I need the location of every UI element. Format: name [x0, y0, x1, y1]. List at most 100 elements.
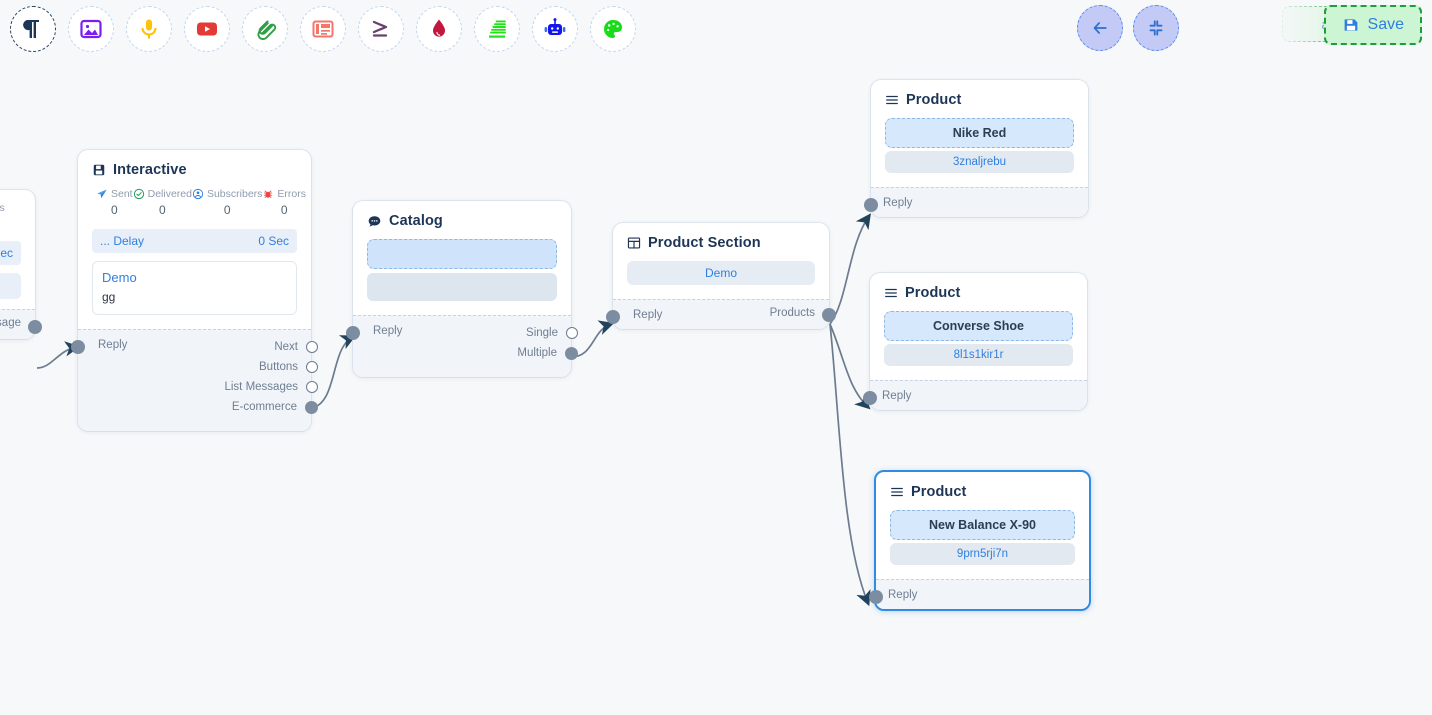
- catalog-placeholder-secondary[interactable]: [367, 273, 557, 301]
- product-id[interactable]: 8l1s1kir1r: [884, 344, 1073, 366]
- output-port-next-label: Next: [274, 341, 298, 353]
- arrow-left-icon: [1093, 22, 1107, 34]
- water-drop-icon: [433, 19, 445, 37]
- interactive-node-icon: [92, 163, 106, 177]
- input-port-reply[interactable]: [869, 590, 883, 604]
- node-product-title-text: Product: [905, 285, 961, 301]
- interactive-stats: Sent 0 Delivered 0: [92, 188, 306, 217]
- stat-errors: Errors 0: [0, 202, 17, 231]
- fit-to-screen-button[interactable]: [1133, 5, 1179, 51]
- tool-paperclip-attachment-icon[interactable]: [242, 6, 288, 52]
- product-name[interactable]: New Balance X-90: [890, 510, 1075, 540]
- delay-row[interactable]: ... Delay 0 Sec: [92, 229, 297, 253]
- delay-row-partial[interactable]: Sec: [0, 241, 21, 265]
- node-product-footer: Reply: [864, 187, 1088, 217]
- tool-robot-bot-icon[interactable]: [532, 6, 578, 52]
- node-catalog-title-text: Catalog: [389, 213, 443, 229]
- input-port-reply[interactable]: [346, 326, 360, 340]
- tool-youtube-video-icon[interactable]: [184, 6, 230, 52]
- chat-bubble-icon: [367, 214, 382, 229]
- delay-label: ... Delay: [100, 234, 145, 248]
- hamburger-list-icon: [885, 93, 899, 107]
- node-product-section-title: Product Section: [627, 235, 815, 251]
- product-name[interactable]: Nike Red: [885, 118, 1074, 148]
- product-section-item[interactable]: Demo: [627, 261, 815, 285]
- stat-sent-value: 0: [110, 203, 118, 217]
- node-product-title: Product: [885, 92, 1074, 108]
- save-area[interactable]: Save: [1323, 5, 1422, 45]
- input-port-reply[interactable]: [71, 340, 85, 354]
- product-id[interactable]: 9prn5rji7n: [890, 543, 1075, 565]
- node-product-converse-shoe[interactable]: Product Converse Shoe 8l1s1kir1r Reply: [863, 273, 1087, 410]
- node-catalog-footer: Reply Single Multiple: [346, 315, 578, 377]
- output-port-multiple-dot[interactable]: [565, 346, 578, 360]
- node-interactive[interactable]: Interactive Sent 0: [71, 150, 318, 431]
- message-title: Demo: [102, 270, 137, 285]
- output-port-list-messages-dot[interactable]: [306, 381, 318, 393]
- save-button[interactable]: Save: [1323, 5, 1422, 45]
- input-port-label-reply: Reply: [373, 325, 403, 337]
- input-port-reply[interactable]: [606, 310, 620, 324]
- output-port-ecommerce[interactable]: E-commerce: [92, 397, 318, 417]
- output-port-multiple[interactable]: Multiple: [367, 343, 578, 363]
- delay-value: 0 Sec: [258, 234, 289, 248]
- message-body: gg: [102, 290, 116, 304]
- tool-paragraph-text-icon[interactable]: [10, 6, 56, 52]
- paperclip-attachment-icon: [257, 20, 277, 41]
- input-port-label-reply: Reply: [633, 309, 663, 321]
- node-interactive-title-text: Interactive: [113, 162, 187, 178]
- output-port-buttons-dot[interactable]: [306, 361, 318, 373]
- placeholder-box-partial: [0, 273, 21, 299]
- port-label-partial: essage: [0, 317, 21, 329]
- output-port-products-dot[interactable]: [822, 308, 836, 322]
- input-port-reply[interactable]: [863, 391, 877, 405]
- input-port-label-reply: Reply: [882, 390, 912, 402]
- input-port-reply[interactable]: [864, 198, 878, 212]
- grid-table-icon: [627, 236, 641, 250]
- output-port-single-dot[interactable]: [566, 327, 578, 339]
- tool-water-drop-icon[interactable]: [416, 6, 462, 52]
- tool-microphone-icon[interactable]: [126, 6, 172, 52]
- node-interactive-title: Interactive: [92, 162, 297, 178]
- node-catalog[interactable]: Catalog Reply Single Multiple: [346, 201, 578, 377]
- output-port-buttons[interactable]: Buttons: [92, 357, 318, 377]
- product-name[interactable]: Converse Shoe: [884, 311, 1073, 341]
- output-port-next-dot[interactable]: [306, 341, 318, 353]
- output-port-buttons-label: Buttons: [259, 361, 298, 373]
- list-stack-icon: [489, 20, 506, 38]
- palette-icon: [604, 20, 622, 38]
- stat-sent: Sent 0: [96, 188, 133, 217]
- paper-plane-icon: [97, 189, 107, 199]
- output-port-partial[interactable]: [28, 320, 42, 334]
- tool-image-icon[interactable]: [68, 6, 114, 52]
- stat-errors: Errors 0: [262, 188, 306, 217]
- output-port-ecommerce-dot[interactable]: [305, 400, 318, 414]
- stat-errors-label: Errors: [277, 188, 307, 200]
- microphone-icon: [141, 19, 157, 39]
- product-id[interactable]: 3znaljrebu: [885, 151, 1074, 173]
- youtube-video-icon: [197, 22, 217, 36]
- article-card-icon: [312, 20, 334, 38]
- tool-article-card-icon[interactable]: [300, 6, 346, 52]
- tool-list-stack-icon[interactable]: [474, 6, 520, 52]
- tool-greater-than-equal-icon[interactable]: [358, 6, 404, 52]
- catalog-placeholder-primary[interactable]: [367, 239, 557, 269]
- node-partial-left[interactable]: Errors 0 Sec essage: [0, 190, 42, 339]
- node-product-title: Product: [884, 285, 1073, 301]
- output-port-list-messages[interactable]: List Messages: [92, 377, 318, 397]
- message-box[interactable]: Demo gg: [92, 261, 297, 315]
- stat-errors-label: Errors: [0, 202, 5, 214]
- node-product-footer: Reply: [869, 579, 1089, 609]
- node-product-nike-red[interactable]: Product Nike Red 3znaljrebu Reply: [864, 80, 1088, 217]
- node-product-new-balance-x90[interactable]: Product New Balance X-90 9prn5rji7n Repl…: [869, 470, 1091, 611]
- output-port-products-label: Products: [769, 307, 815, 319]
- tool-palette[interactable]: [10, 6, 636, 52]
- check-circle-icon: [133, 188, 144, 200]
- user-circle-icon: [192, 188, 204, 200]
- tool-palette-icon[interactable]: [590, 6, 636, 52]
- back-button[interactable]: [1077, 5, 1123, 51]
- output-port-multiple-label: Multiple: [517, 347, 557, 359]
- node-product-section[interactable]: Product Section Demo Reply Products: [606, 223, 836, 329]
- view-controls[interactable]: [1077, 5, 1179, 51]
